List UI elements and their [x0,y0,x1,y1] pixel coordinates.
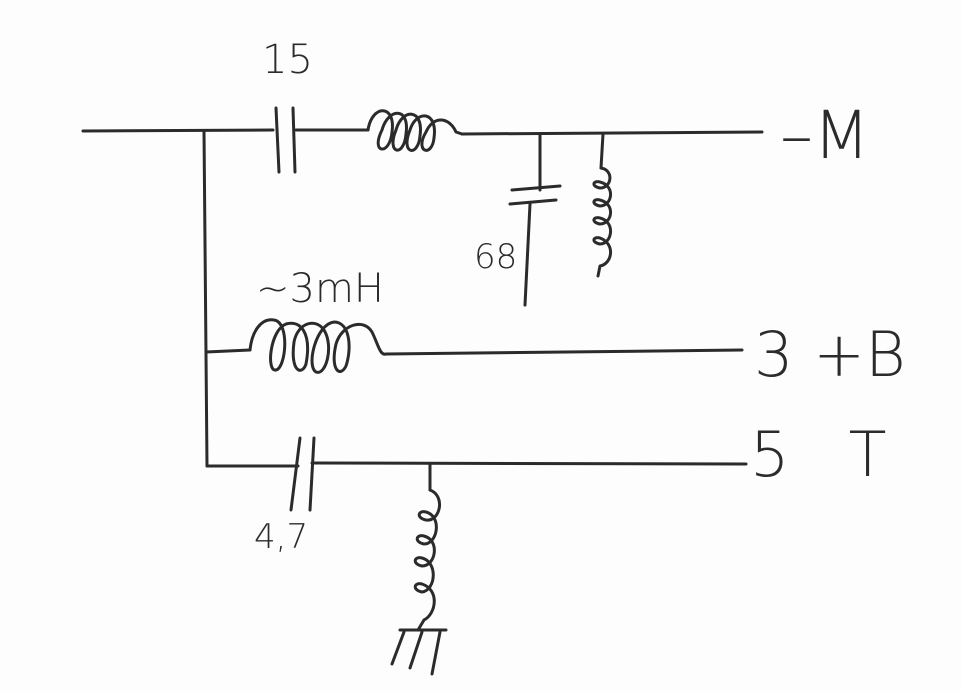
shunt-coil [592,166,612,278]
middle-wire-a [204,348,252,354]
top-capacitor [274,106,297,174]
shunt-capacitor [508,184,562,206]
bottom-shunt-coil [413,488,441,632]
terminal-middle-label: 3 +B [754,318,906,391]
top-wire-b [460,130,764,136]
middle-wire-b [384,348,744,356]
terminal-top-label: –M [780,97,870,174]
top-series-inductor [366,109,464,152]
input-wire [81,128,275,133]
ground-icon [390,628,448,676]
shunt-coil-lead [599,132,605,170]
bottom-capacitor-label: 4,7 [254,517,308,557]
middle-series-inductor [248,318,388,374]
bottom-capacitor [289,436,316,512]
left-bus [202,129,209,468]
shunt-capacitor-label: 68 [474,237,517,277]
series-inductor-label: ~3mH [256,266,384,312]
bottom-wire-b [310,461,748,466]
top-capacitor-label: 15 [262,37,313,83]
shunt-cap-ground-lead [523,202,532,307]
terminal-bottom-label: 5 T [750,418,886,491]
